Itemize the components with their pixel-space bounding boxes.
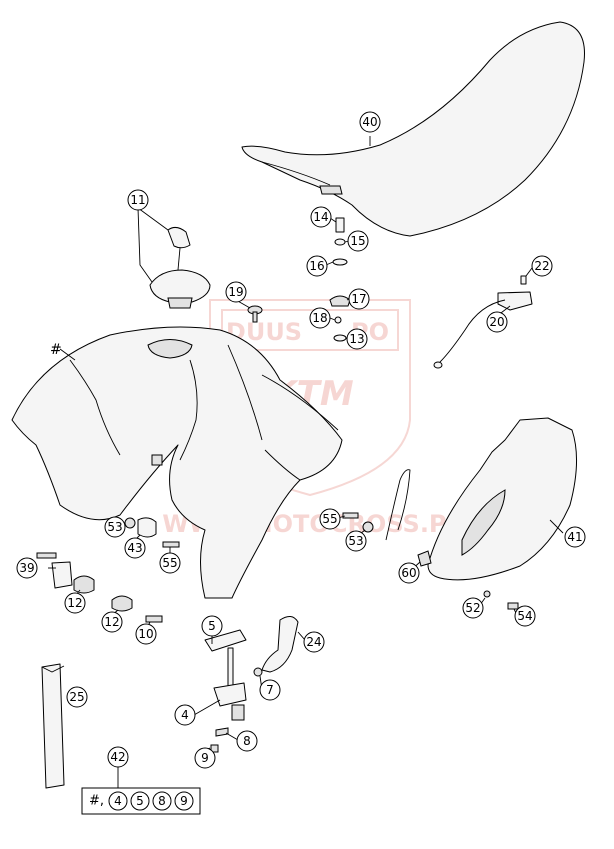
callout-60: 60	[398, 562, 420, 584]
frame-protector	[41, 663, 65, 789]
callout-52: 52	[462, 597, 484, 619]
callout-18: 18	[309, 307, 331, 329]
tank-hash-label: #	[50, 342, 62, 358]
callout-16: 16	[306, 255, 328, 277]
fuel-cap	[149, 226, 211, 309]
side-cover	[385, 417, 578, 581]
seat	[241, 21, 585, 237]
callout-25-label: 25	[69, 690, 84, 704]
callout-14-label: 14	[313, 210, 328, 224]
callout-52-label: 52	[465, 601, 480, 615]
callout-24: 24	[303, 631, 325, 653]
breather-valve	[247, 305, 263, 323]
callout-60-label: 60	[401, 566, 416, 580]
callout-18-label: 18	[312, 311, 327, 325]
callout-42: 42	[107, 746, 129, 768]
callout-9: 9	[194, 747, 216, 769]
callout-9-label: 9	[201, 751, 209, 765]
callout-22: 22	[531, 255, 553, 277]
kit-item-8-label: 8	[158, 794, 166, 808]
callout-14: 14	[310, 206, 332, 228]
kit-item-9-label: 9	[180, 794, 188, 808]
callout-55a-label: 55	[162, 556, 177, 570]
callout-39-label: 39	[19, 561, 34, 575]
callout-4: 4	[174, 704, 196, 726]
tank-left-hardware	[36, 517, 180, 623]
callout-22-label: 22	[534, 259, 549, 273]
kit-item-8: 8	[152, 791, 172, 811]
callout-40: 40	[359, 111, 381, 133]
fuel-tank	[11, 326, 343, 599]
kit-prefix: #,	[89, 794, 104, 809]
kit-item-4-label: 4	[114, 794, 122, 808]
callout-10: 10	[135, 623, 157, 645]
callout-53b: 53	[345, 530, 367, 552]
callout-41: 41	[564, 526, 586, 548]
callout-15-label: 15	[350, 234, 365, 248]
callout-25: 25	[66, 686, 88, 708]
callout-55b-label: 55	[322, 512, 337, 526]
callout-12a-label: 12	[67, 596, 82, 610]
kit-item-9: 9	[174, 791, 194, 811]
callout-19-label: 19	[228, 285, 243, 299]
kit-contents-box: #, 4 5 8 9	[81, 787, 201, 815]
kit-item-5: 5	[130, 791, 150, 811]
callout-11: 11	[127, 189, 149, 211]
callout-7-label: 7	[266, 683, 274, 697]
callout-8: 8	[236, 730, 258, 752]
callout-13-label: 13	[349, 332, 364, 346]
callout-41-label: 41	[567, 530, 582, 544]
callout-43-label: 43	[127, 541, 142, 555]
callout-15: 15	[347, 230, 369, 252]
callout-5-label: 5	[208, 619, 216, 633]
fuel-sensor	[433, 275, 533, 369]
callout-39: 39	[16, 557, 38, 579]
callout-5: 5	[201, 615, 223, 637]
callout-54: 54	[514, 605, 536, 627]
callout-20: 20	[486, 311, 508, 333]
kit-item-5-label: 5	[136, 794, 144, 808]
callout-16-label: 16	[309, 259, 324, 273]
callout-13: 13	[346, 328, 368, 350]
callout-17: 17	[348, 288, 370, 310]
callout-17-label: 17	[351, 292, 366, 306]
callout-40-label: 40	[362, 115, 377, 129]
callout-43: 43	[124, 537, 146, 559]
callout-10-label: 10	[138, 627, 153, 641]
side-cover-hardware	[342, 512, 519, 610]
callout-54-label: 54	[517, 609, 532, 623]
kit-item-4: 4	[108, 791, 128, 811]
tank-mount-hardware	[329, 217, 351, 342]
callout-11-label: 11	[130, 193, 145, 207]
callout-53a: 53	[104, 516, 126, 538]
callout-53a-label: 53	[107, 520, 122, 534]
callout-4-label: 4	[181, 708, 189, 722]
callout-12b: 12	[101, 611, 123, 633]
callout-24-label: 24	[306, 635, 321, 649]
callout-8-label: 8	[243, 734, 251, 748]
callout-55b: 55	[319, 508, 341, 530]
callout-7: 7	[259, 679, 281, 701]
callout-12b-label: 12	[104, 615, 119, 629]
callout-12a: 12	[64, 592, 86, 614]
callout-53b-label: 53	[348, 534, 363, 548]
fuel-tap	[204, 616, 299, 753]
callout-19: 19	[225, 281, 247, 303]
callout-20-label: 20	[489, 315, 504, 329]
callout-55a: 55	[159, 552, 181, 574]
callout-42-label: 42	[110, 750, 125, 764]
